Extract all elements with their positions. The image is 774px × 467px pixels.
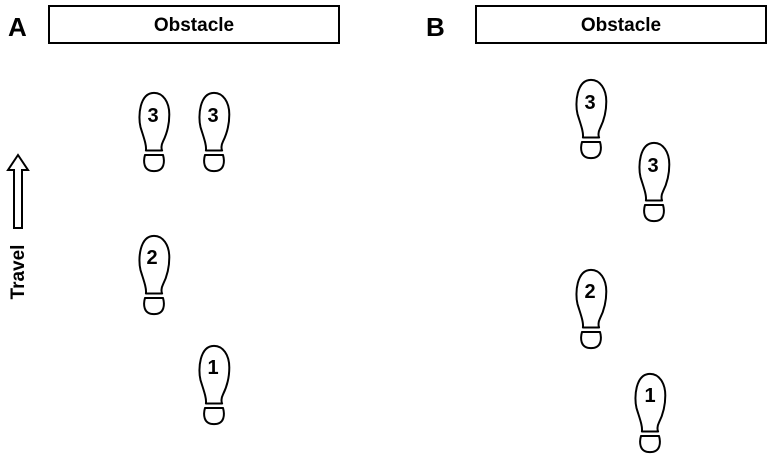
obstacle-a-label: Obstacle — [154, 15, 234, 36]
obstacle-b: Obstacle — [475, 5, 767, 44]
obstacle-a-box — [48, 5, 340, 44]
footprint-number: 1 — [644, 385, 655, 407]
travel-indicator: Travel — [6, 153, 30, 300]
footprint-a-1: 1 — [198, 344, 231, 426]
travel-label: Travel — [8, 245, 29, 300]
footprint-number: 2 — [584, 281, 595, 303]
footprint-number: 2 — [146, 247, 157, 269]
footprint-b-2: 2 — [575, 268, 608, 350]
footprint-b-1: 1 — [634, 372, 667, 454]
footprint-number: 3 — [584, 92, 595, 114]
up-arrow-icon — [6, 153, 30, 229]
obstacle-b-box — [475, 5, 767, 44]
footprint-a-2: 2 — [138, 234, 171, 316]
footprint-b-3-right: 3 — [638, 141, 671, 223]
footprint-a-3-right: 3 — [198, 91, 231, 173]
obstacle-a: Obstacle — [48, 5, 340, 44]
footprint-number: 3 — [207, 105, 218, 127]
footprint-b-3-left: 3 — [575, 78, 608, 160]
footprint-number: 3 — [147, 105, 158, 127]
panel-a-label: A — [8, 12, 27, 42]
panel-b-label: B — [426, 12, 445, 42]
obstacle-b-label: Obstacle — [581, 15, 661, 36]
footprint-a-3-left: 3 — [138, 91, 171, 173]
footprint-number: 3 — [647, 155, 658, 177]
footprint-number: 1 — [207, 357, 218, 379]
panel-b: B Obstacle 3 3 2 1 — [426, 5, 767, 454]
panel-a: A Obstacle 3 3 2 1 Travel — [6, 5, 340, 426]
